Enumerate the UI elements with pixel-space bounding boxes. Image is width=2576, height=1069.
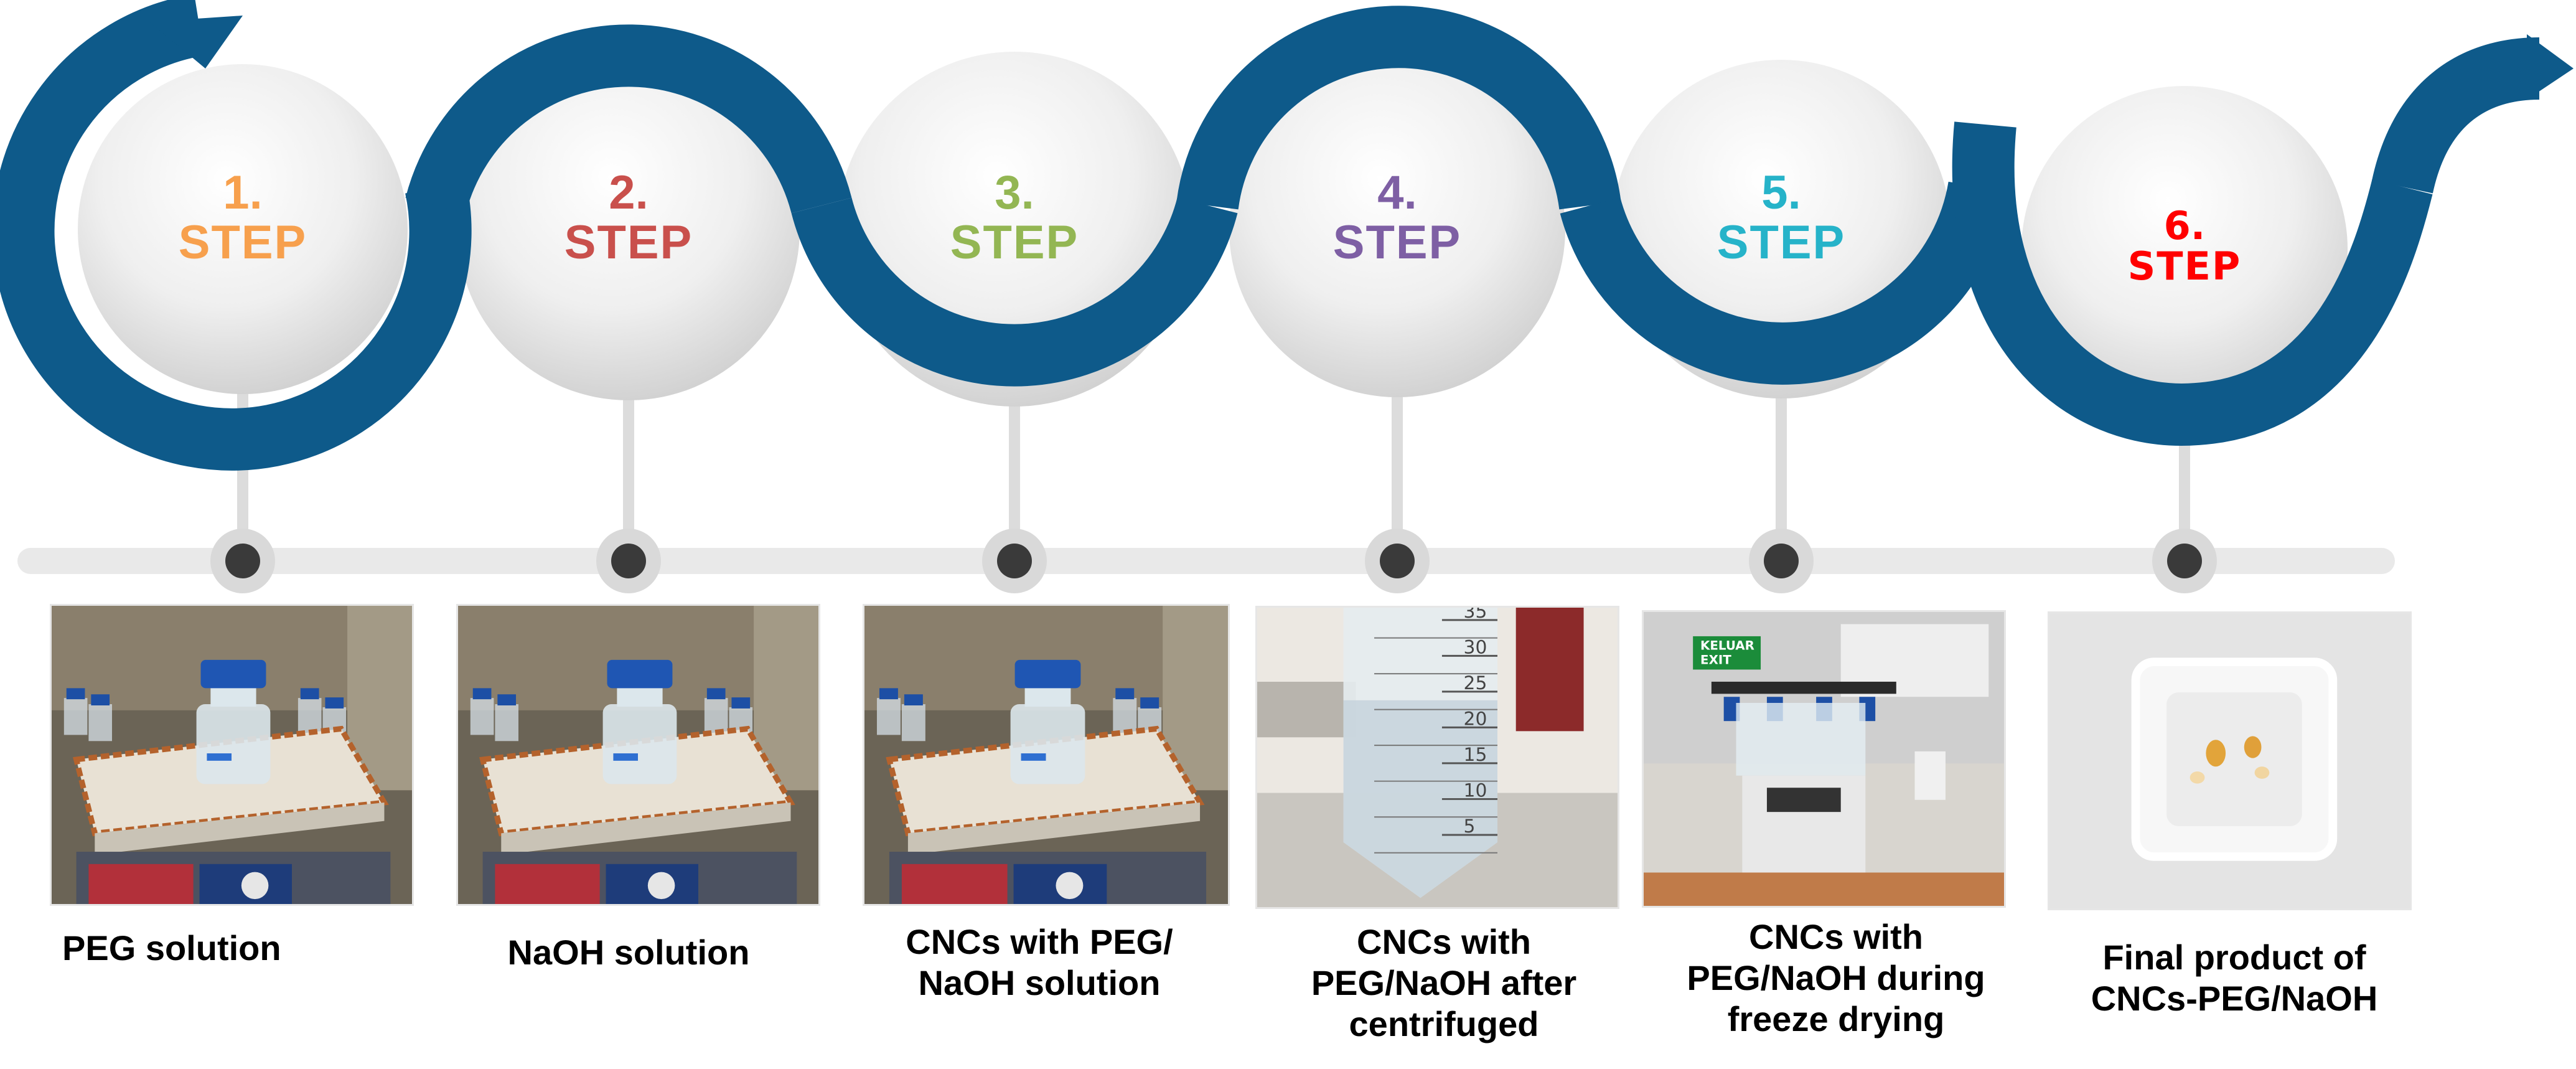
timeline-node-dot	[1764, 544, 1799, 578]
timeline-node-dot	[611, 544, 646, 578]
connector-stem	[1776, 354, 1787, 560]
step-3-caption: CNCs with PEG/ NaOH solution	[865, 921, 1214, 1004]
ribbon-arrow-head	[2527, 34, 2574, 100]
svg-text:30: 30	[1464, 636, 1487, 658]
cncs-peg-naoh-solution-photo	[863, 604, 1230, 906]
step-6-number: 6.	[2163, 203, 2206, 248]
hotplate-scene-image	[458, 606, 818, 904]
ribbon-segment	[791, 197, 1238, 387]
svg-text:10: 10	[1464, 779, 1487, 801]
centrifuged-tube-photo: 35 30 25 20 15 10 5	[1255, 606, 1619, 909]
ribbon-segment	[0, 0, 472, 471]
ribbon-segment	[1176, 6, 1621, 210]
svg-text:20: 20	[1464, 708, 1487, 730]
step-circle	[78, 64, 408, 394]
final-product-photo	[2048, 611, 2412, 910]
step-5-label: 5. STEP	[1688, 168, 1875, 268]
step-6-caption: Final product of CNCs-PEG/NaOH	[2054, 937, 2415, 1019]
svg-text:5: 5	[1464, 816, 1476, 837]
product-scene-image	[2049, 613, 2410, 908]
svg-text:KELUAR: KELUAR	[1700, 638, 1754, 652]
caption-line: centrifuged	[1349, 1004, 1539, 1043]
step-3-label: 3. STEP	[921, 168, 1108, 268]
step-2-label: 2. STEP	[535, 168, 722, 268]
step-4-number: 4.	[1377, 166, 1417, 219]
step-circle	[2021, 86, 2348, 412]
tube-scene-image: 35 30 25 20 15 10 5	[1257, 608, 1618, 907]
step-circle	[1229, 61, 1565, 397]
hotplate-scene-image	[864, 606, 1228, 904]
timeline-node-dot	[2167, 544, 2202, 578]
timeline-node-dot	[997, 544, 1032, 578]
caption-line: CNCs with	[1749, 917, 1923, 956]
caption-line: PEG solution	[62, 928, 281, 968]
step-2-number: 2.	[609, 166, 649, 219]
step-circle	[457, 58, 800, 400]
step-5-caption: CNCs with PEG/NaOH during freeze drying	[1656, 916, 2016, 1040]
step-5-word: STEP	[1717, 215, 1846, 269]
step-6-word: STEP	[2127, 243, 2242, 290]
caption-line: CNCs with	[1357, 922, 1531, 961]
step-4-word: STEP	[1332, 215, 1462, 269]
svg-text:25: 25	[1464, 672, 1487, 694]
caption-line: freeze drying	[1727, 999, 1945, 1038]
hotplate-scene-image	[52, 606, 412, 904]
step-4-label: 4. STEP	[1304, 168, 1491, 268]
timeline-node-dot	[225, 544, 260, 578]
step-6-label: 6. STEP	[2091, 205, 2278, 286]
ribbon-arrow-tail	[149, 16, 243, 68]
timeline-bar	[17, 548, 2395, 574]
step-1-number: 1.	[223, 166, 263, 219]
step-2-caption: NaOH solution	[479, 932, 778, 973]
svg-text:EXIT: EXIT	[1700, 653, 1731, 667]
step-3-word: STEP	[950, 215, 1079, 269]
ribbon-segment	[2372, 37, 2541, 194]
connector-stem	[623, 354, 634, 560]
ribbon-segment	[405, 24, 852, 214]
step-1-caption: PEG solution	[37, 928, 330, 969]
caption-line: Final product of	[2102, 938, 2366, 977]
caption-line: CNCs-PEG/NaOH	[2091, 979, 2378, 1018]
ribbon-segment	[1952, 121, 2433, 446]
step-1-label: 1. STEP	[149, 168, 336, 268]
step-5-number: 5.	[1761, 166, 1801, 219]
timeline-node-dot	[1380, 544, 1415, 578]
step-3-number: 3.	[995, 166, 1034, 219]
step-2-word: STEP	[564, 215, 693, 269]
caption-line: PEG/NaOH during	[1687, 958, 1985, 997]
step-4-caption: CNCs with PEG/NaOH after centrifuged	[1270, 921, 1618, 1045]
caption-line: NaOH solution	[507, 933, 750, 972]
connector-stem	[1392, 354, 1403, 560]
caption-line: PEG/NaOH after	[1311, 963, 1577, 1002]
caption-line: NaOH solution	[918, 963, 1161, 1002]
peg-solution-photo	[50, 604, 414, 906]
svg-text:15: 15	[1464, 744, 1487, 766]
svg-text:35: 35	[1464, 608, 1487, 623]
naoh-solution-photo	[456, 604, 820, 906]
step-1-word: STEP	[178, 215, 307, 269]
caption-line: CNCs with PEG/	[906, 922, 1173, 961]
ribbon-segment	[1560, 181, 2010, 385]
